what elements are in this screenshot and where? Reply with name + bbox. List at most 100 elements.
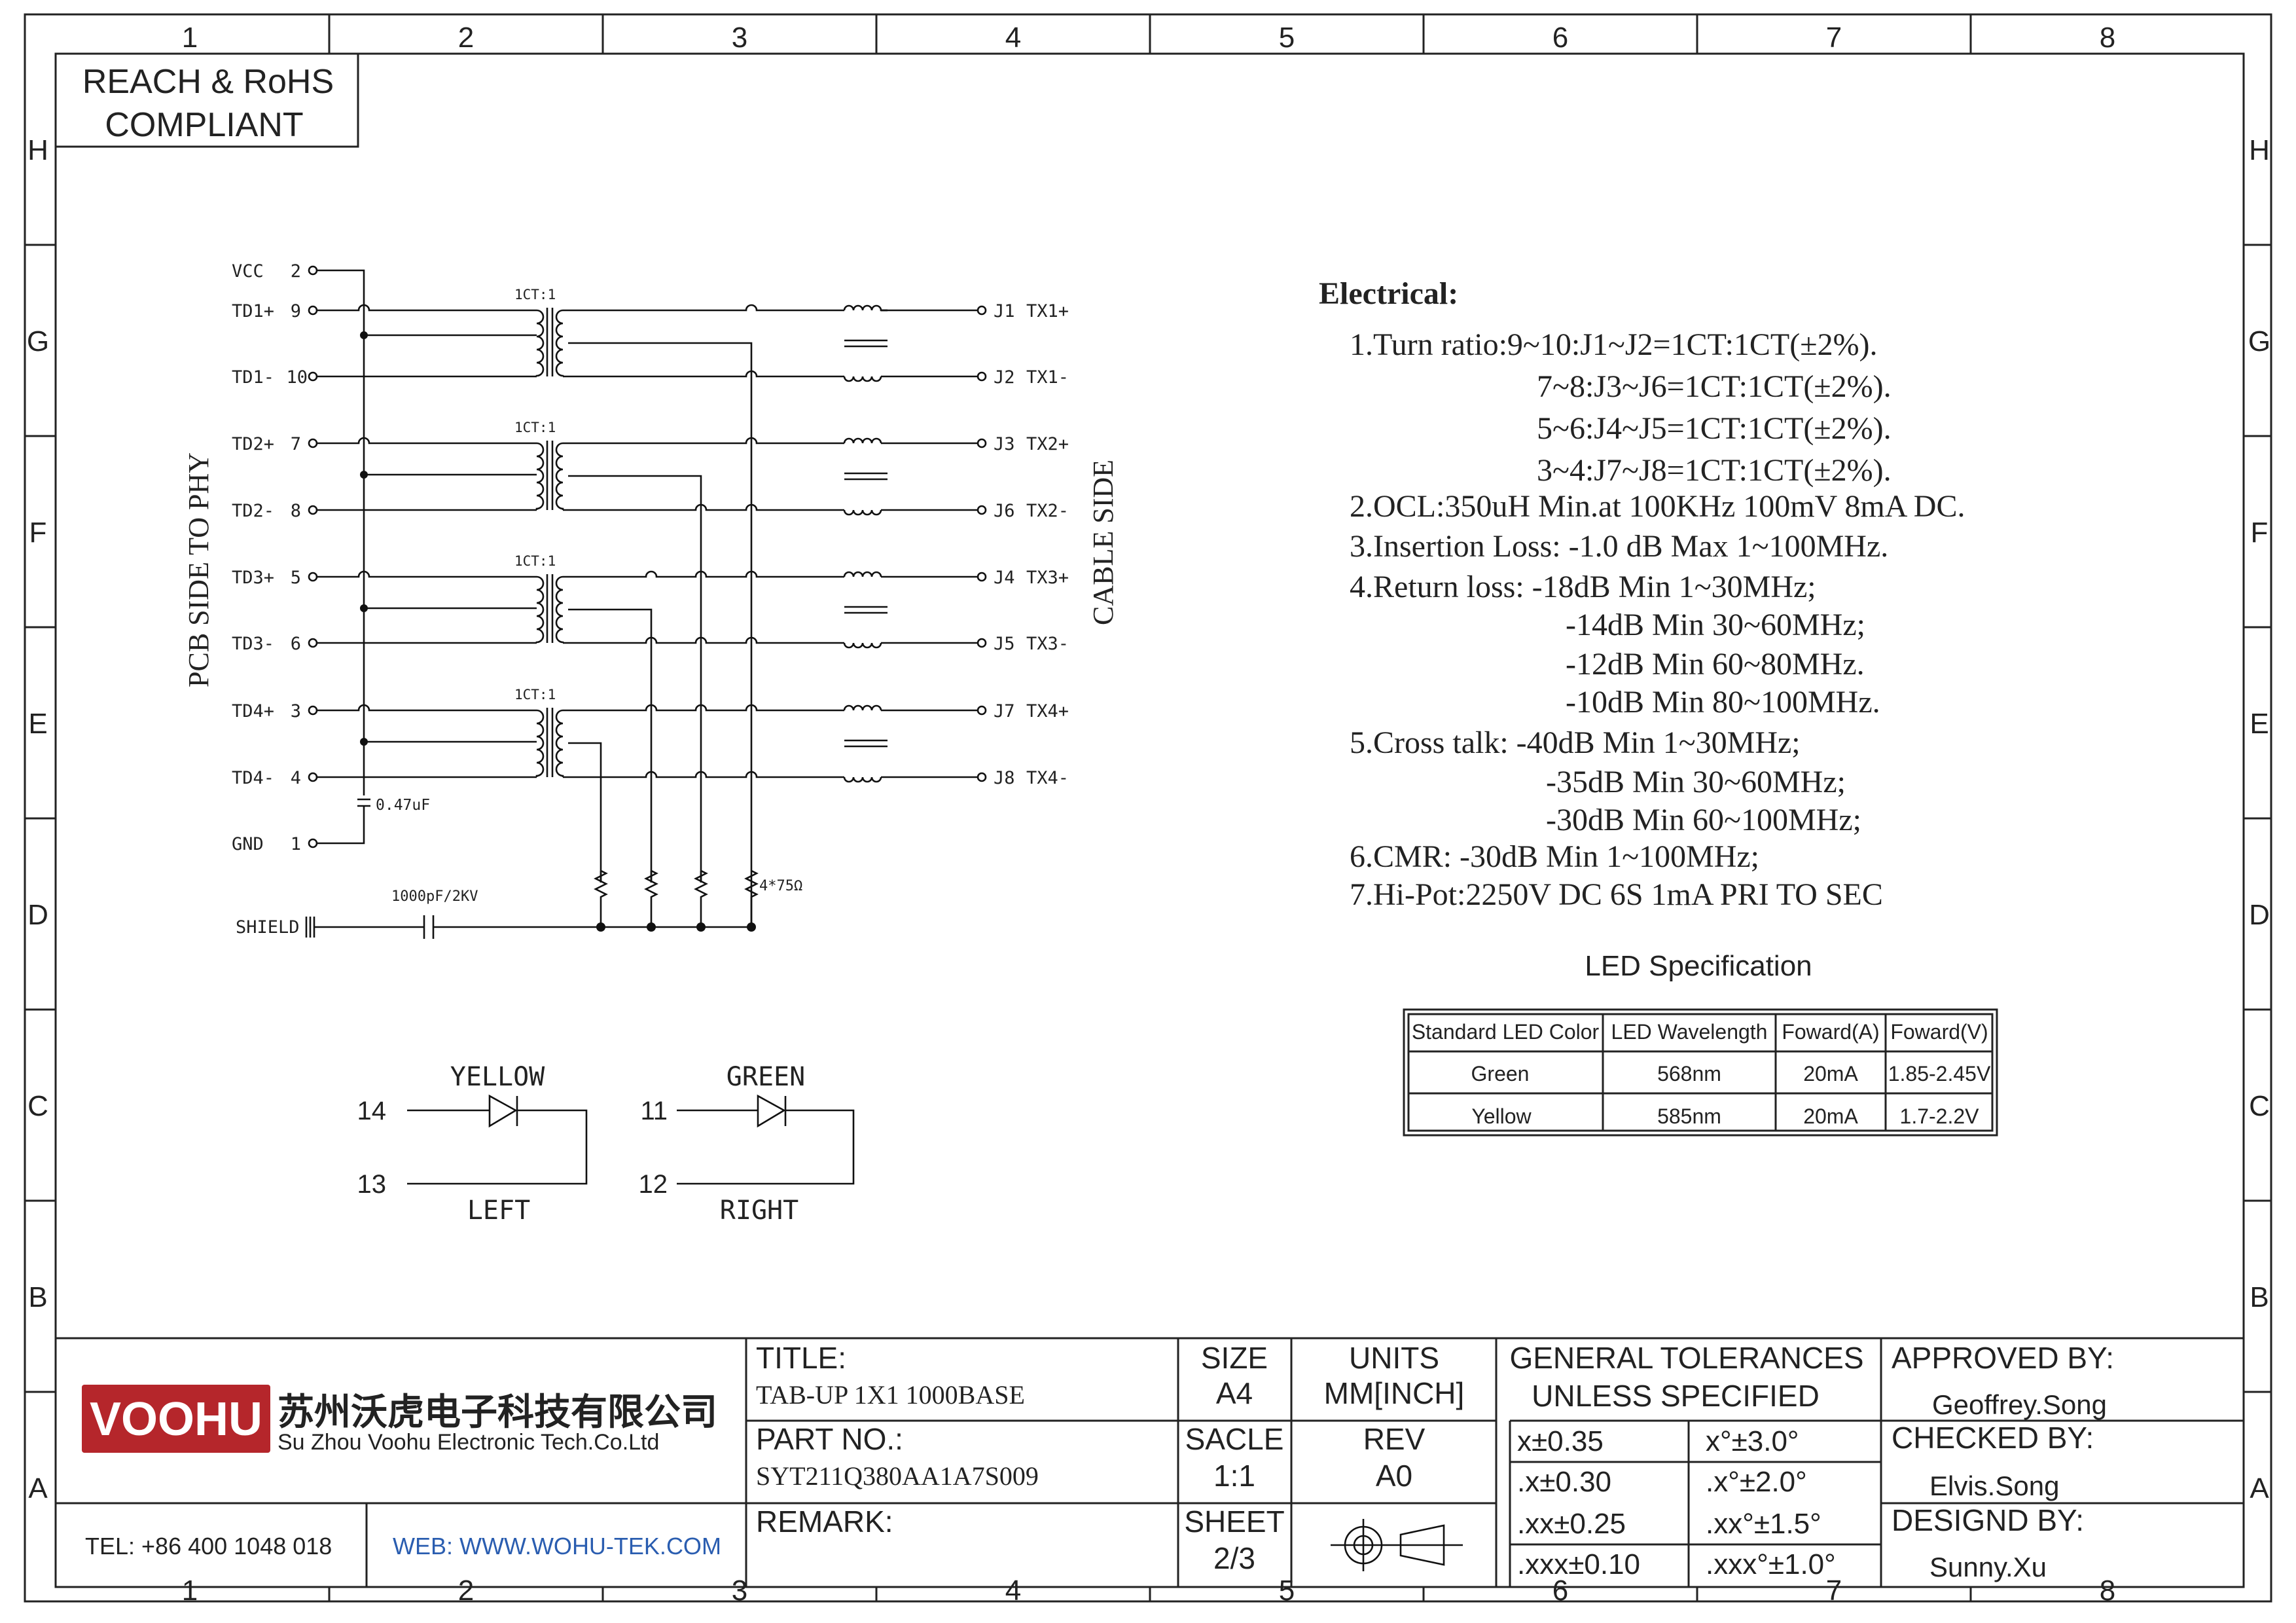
tx-label: TX3- bbox=[1026, 634, 1069, 654]
units-label: UNITS bbox=[1349, 1341, 1439, 1375]
company-name-en: Su Zhou Voohu Electronic Tech.Co.Ltd bbox=[278, 1430, 659, 1455]
led-pin-label: 14 bbox=[357, 1097, 387, 1125]
table-cell: 568nm bbox=[1657, 1062, 1721, 1085]
checked-by-label: CHECKED BY: bbox=[1892, 1421, 2094, 1455]
spec-line: -14dB Min 30~60MHz; bbox=[1566, 608, 1865, 642]
table-header: LED Wavelength bbox=[1611, 1020, 1768, 1044]
table-cell: 20mA bbox=[1803, 1104, 1858, 1128]
designed-by-label: DESIGND BY: bbox=[1892, 1503, 2084, 1537]
row-label: B bbox=[2250, 1281, 2269, 1313]
column-label: 4 bbox=[1005, 22, 1021, 54]
cable-side-label: CABLE SIDE bbox=[1087, 460, 1119, 625]
table-header: Foward(A) bbox=[1782, 1020, 1879, 1044]
table-cell: Yellow bbox=[1471, 1104, 1532, 1128]
compliance-line-1: REACH & RoHS bbox=[82, 63, 334, 101]
jack-label: J4 bbox=[994, 568, 1015, 588]
jack-label: J8 bbox=[994, 768, 1015, 788]
drawing-border bbox=[24, 13, 2272, 1603]
spec-line: 5~6:J4~J5=1CT:1CT(±2%). bbox=[1537, 411, 1892, 446]
tolerance-linear: .x±0.30 bbox=[1517, 1466, 1611, 1498]
compliance-line-2: COMPLIANT bbox=[105, 106, 303, 144]
transformer-1: 1CT:1 bbox=[514, 287, 564, 377]
electrical-title: Electrical: bbox=[1319, 276, 1458, 311]
remark-label: REMARK: bbox=[756, 1504, 893, 1539]
jack-label: J1 bbox=[994, 301, 1015, 321]
shield-network: SHIELD 1000pF/2KV bbox=[236, 888, 751, 939]
choke-4 bbox=[843, 704, 888, 783]
title-label: TITLE: bbox=[756, 1341, 846, 1375]
pin-name: VCC bbox=[232, 261, 264, 282]
transformer-label: 1CT:1 bbox=[514, 287, 556, 302]
shield-label: SHIELD bbox=[236, 917, 300, 938]
approved-by-label: APPROVED BY: bbox=[1892, 1341, 2114, 1375]
row-label: E bbox=[28, 708, 47, 740]
led-yellow-circuit: YELLOW 14 13 LEFT bbox=[357, 1062, 588, 1226]
units-value: MM[INCH] bbox=[1324, 1376, 1465, 1410]
led-side-label: RIGHT bbox=[720, 1195, 798, 1226]
primary-wiring: 0.47uF bbox=[317, 269, 537, 845]
column-label: 8 bbox=[2100, 22, 2115, 54]
spec-line: -10dB Min 80~100MHz. bbox=[1566, 685, 1880, 720]
column-label: 5 bbox=[1279, 22, 1295, 54]
column-labels-top: 1 2 3 4 5 6 7 8 bbox=[182, 22, 2115, 54]
column-label: 3 bbox=[732, 22, 747, 54]
left-pin-terminals bbox=[308, 265, 318, 848]
spec-line: 6.CMR: -30dB Min 1~100MHz; bbox=[1350, 839, 1759, 874]
rev-label: REV bbox=[1363, 1422, 1426, 1456]
led-color-label: GREEN bbox=[726, 1062, 805, 1092]
spec-line: 5.Cross talk: -40dB Min 1~30MHz; bbox=[1350, 725, 1801, 760]
transformer-4: 1CT:1 bbox=[514, 687, 564, 777]
tx-label: TX3+ bbox=[1026, 568, 1069, 588]
led-pin-label: 12 bbox=[639, 1170, 668, 1199]
website: WEB: WWW.WOHU-TEK.COM bbox=[393, 1533, 721, 1559]
column-label: 1 bbox=[182, 22, 198, 54]
tx-label: TX2- bbox=[1026, 501, 1069, 521]
tel: TEL: +86 400 1048 018 bbox=[85, 1533, 332, 1559]
pin-number: 5 bbox=[291, 568, 301, 588]
transformers: 1CT:1 1CT:1 1CT:1 1CT:1 bbox=[514, 287, 564, 777]
title-value: TAB-UP 1X1 1000BASE bbox=[756, 1380, 1025, 1410]
tx-label: TX1- bbox=[1026, 367, 1069, 388]
row-label: B bbox=[28, 1281, 47, 1313]
jack-label: J2 bbox=[994, 367, 1015, 388]
row-labels-left: H G F E D C B A bbox=[27, 134, 49, 1504]
left-pin-numbers: 2 9 10 7 8 5 6 3 4 1 bbox=[286, 261, 308, 854]
tx-label: TX1+ bbox=[1026, 301, 1069, 321]
table-header: Standard LED Color bbox=[1412, 1020, 1600, 1044]
spec-line: 3.Insertion Loss: -1.0 dB Max 1~100MHz. bbox=[1350, 529, 1888, 564]
spec-line: 2.OCL:350uH Min.at 100KHz 100mV 8mA DC. bbox=[1350, 489, 1965, 524]
pin-name: TD2- bbox=[232, 501, 274, 521]
column-label: 6 bbox=[1552, 1575, 1568, 1607]
led-side-label: LEFT bbox=[467, 1195, 530, 1226]
column-label: 7 bbox=[1826, 1575, 1842, 1607]
transformer-2: 1CT:1 bbox=[514, 420, 564, 510]
compliance-box: REACH & RoHS COMPLIANT bbox=[54, 52, 359, 148]
column-label: 8 bbox=[2100, 1575, 2115, 1607]
resistor-label: 4*75Ω bbox=[759, 878, 802, 894]
left-pin-names: VCC TD1+ TD1- TD2+ TD2- TD3+ TD3- TD4+ T… bbox=[232, 261, 274, 854]
secondary-wiring bbox=[563, 304, 844, 927]
right-pin-terminals bbox=[977, 305, 987, 782]
spec-line: 7~8:J3~J6=1CT:1CT(±2%). bbox=[1537, 369, 1892, 404]
tolerance-angular: .xxx°±1.0° bbox=[1706, 1548, 1836, 1580]
scale-label: SACLE bbox=[1185, 1422, 1284, 1456]
shield-cap-value: 1000pF/2KV bbox=[391, 888, 478, 905]
row-label: E bbox=[2250, 708, 2269, 740]
pin-name: TD4+ bbox=[232, 701, 274, 721]
jack-label: J6 bbox=[994, 501, 1015, 521]
transformer-label: 1CT:1 bbox=[514, 553, 556, 569]
spec-line: -12dB Min 60~80MHz. bbox=[1566, 647, 1865, 682]
tolerance-title-1: GENERAL TOLERANCES bbox=[1509, 1341, 1863, 1375]
column-label: 7 bbox=[1826, 22, 1842, 54]
row-label: C bbox=[27, 1090, 48, 1122]
led-pin-label: 11 bbox=[640, 1097, 668, 1125]
column-label: 2 bbox=[458, 22, 474, 54]
right-pin-labels: J1 TX1+ J2 TX1- J3 TX2+ J6 TX2- J4 TX3+ … bbox=[994, 301, 1069, 788]
led-color-label: YELLOW bbox=[450, 1062, 545, 1092]
tolerance-angular: .xx°±1.5° bbox=[1706, 1508, 1821, 1540]
pin-number: 10 bbox=[286, 367, 308, 388]
row-label: G bbox=[27, 325, 49, 357]
common-mode-chokes bbox=[843, 304, 978, 783]
column-label: 4 bbox=[1005, 1575, 1021, 1607]
row-label: F bbox=[29, 517, 47, 549]
